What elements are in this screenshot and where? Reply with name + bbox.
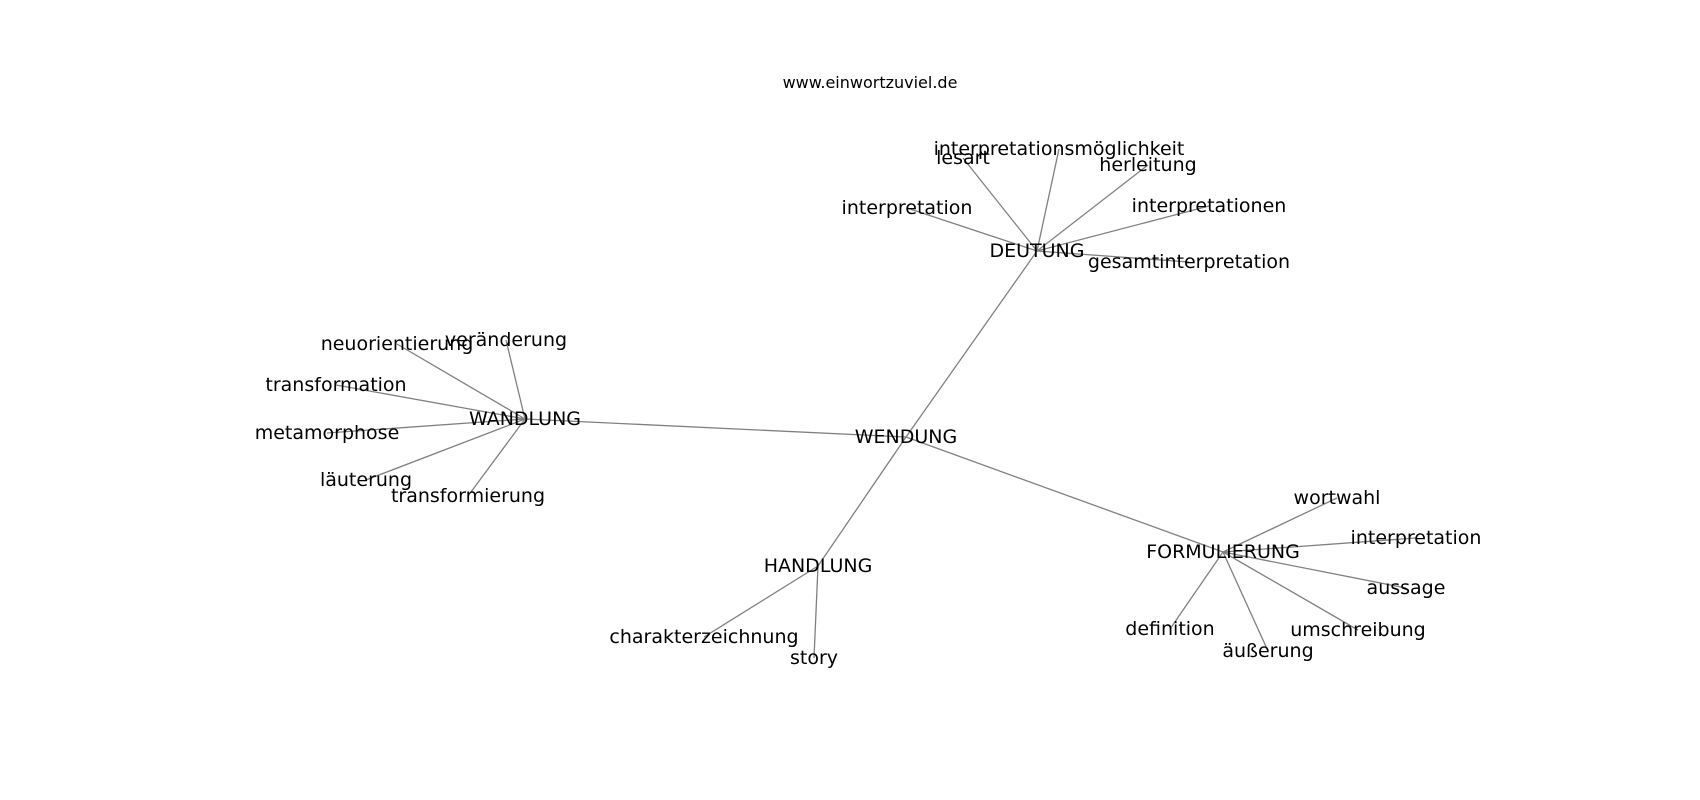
node-label-aeusserung: äußerung [1222,640,1313,662]
edge-formulierung-aussage [1222,551,1407,589]
edge-wandlung-veraenderung [505,339,526,420]
node-label-transformierung: transformierung [391,485,545,507]
node-label-interpretationen: interpretationen [1132,195,1287,217]
node-label-wandlung: WANDLUNG [469,408,581,430]
node-label-metamorphose: metamorphose [255,422,400,444]
edge-formulierung-aeusserung [1222,551,1269,652]
edge-deutung-lesart [962,157,1038,252]
node-label-formulierung: FORMULIERUNG [1146,541,1300,563]
node-label-story: story [790,647,838,669]
node-label-veraenderung: veränderung [445,329,567,351]
edge-formulierung-umschreibung [1222,551,1359,631]
edge-wandlung-transformation [335,384,526,420]
node-label-handlung: HANDLUNG [764,555,873,577]
node-label-lesart: lesart [936,147,990,169]
node-label-wortwahl: wortwahl [1294,487,1381,509]
edge-deutung-interpretationsmoeglichkeit [1036,148,1060,252]
node-label-charakterzeichnung: charakterzeichnung [609,626,798,648]
edge-deutung-interpretationen [1036,205,1210,252]
edge-wandlung-laeuterung [365,418,526,481]
source-url: www.einwortzuviel.de [783,73,958,92]
node-label-transformation: transformation [265,374,406,396]
edge-wendung-wandlung [524,418,907,438]
node-label-wendung: WENDUNG [855,426,957,448]
edge-wendung-handlung [817,436,907,567]
edge-wendung-formulierung [905,436,1224,553]
edge-formulierung-definition [1169,551,1224,630]
node-label-gesamtinterpretation: gesamtinterpretation [1088,251,1290,273]
node-label-aussage: aussage [1367,577,1446,599]
edge-wandlung-metamorphose [326,418,526,434]
node-label-umschreibung: umschreibung [1290,619,1426,641]
edge-deutung-gesamtinterpretation [1036,250,1190,263]
edge-wendung-deutung [905,250,1038,438]
edge-handlung-story [813,565,819,659]
node-label-herleitung: herleitung [1099,154,1196,176]
edge-wandlung-transformierung [467,418,526,497]
edge-deutung-herleitung [1036,164,1149,252]
edge-formulierung-wortwahl [1222,497,1338,553]
node-label-definition: definition [1125,618,1214,640]
node-label-layer: WENDUNG DEUTUNG WANDLUNG HANDLUNG FORMULIERU… [255,138,1482,669]
edge-wandlung-neuorientierung [396,343,526,420]
node-label-deutung: DEUTUNG [990,240,1085,262]
edge-formulierung-interpretation-f [1222,537,1417,553]
edge-layer [326,148,1417,659]
node-label-interpretation-d: interpretation [842,197,973,219]
node-label-neuorientierung: neuorientierung [321,333,474,355]
edge-deutung-interpretation-d [906,207,1038,252]
node-label-interpretation-f: interpretation [1351,527,1482,549]
node-label-interpretationsmoeglichkeit: interpretationsmöglichkeit [934,138,1185,160]
node-label-laeuterung: läuterung [320,469,412,491]
edge-handlung-charakterzeichnung [703,565,819,638]
